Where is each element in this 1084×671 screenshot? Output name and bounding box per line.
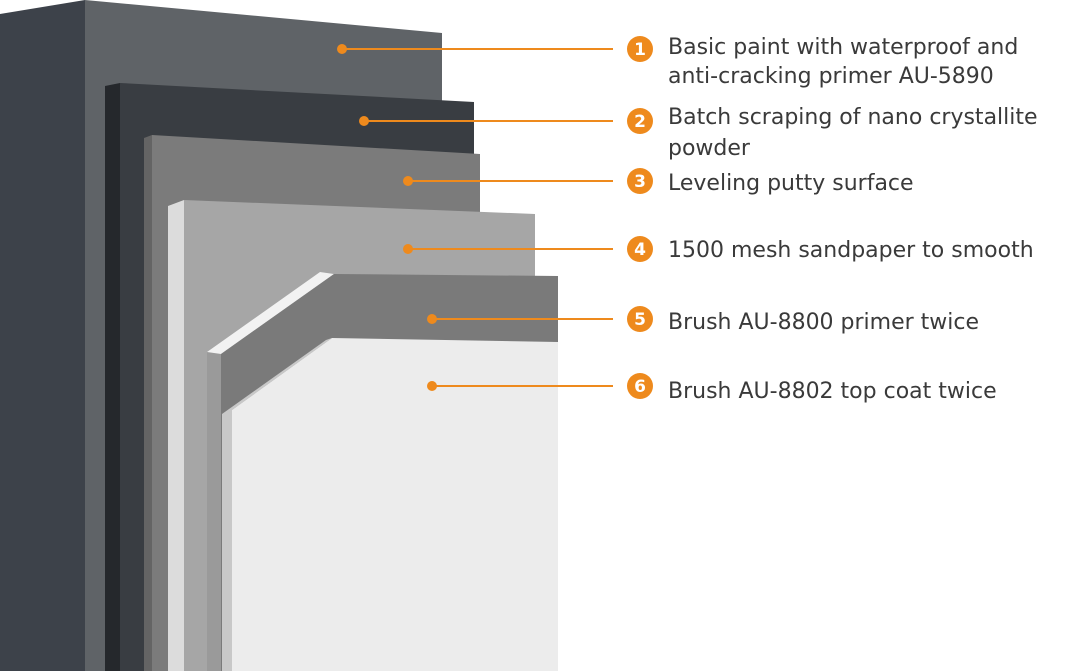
number-badge-label: 5 (634, 310, 646, 330)
anchor-dot (403, 176, 413, 186)
number-badge (627, 306, 653, 332)
number-badge-label: 1 (634, 40, 646, 60)
layer-4-side-face (168, 200, 184, 671)
number-badge-label: 3 (634, 172, 646, 192)
callout-text-line: Brush AU-8800 primer twice (668, 310, 979, 335)
callout-5: 5 Brush AU-8800 primer twice (427, 306, 979, 335)
callout-text-line: Basic paint with waterproof and (668, 35, 1018, 60)
number-badge-label: 6 (634, 377, 646, 397)
number-badge (627, 36, 653, 62)
callout-text-line: Batch scraping of nano crystallite (668, 105, 1038, 130)
number-badge (627, 168, 653, 194)
number-badge (627, 236, 653, 262)
callouts: 1 Basic paint with waterproof and anti-cra… (337, 35, 1038, 404)
callout-1: 1 Basic paint with waterproof and anti-cra… (337, 35, 1018, 89)
callout-text-line: anti-cracking primer AU-5890 (668, 64, 994, 89)
anchor-dot (427, 314, 437, 324)
anchor-dot (337, 44, 347, 54)
callout-text-line: Leveling putty surface (668, 171, 914, 196)
callout-text-line: Brush AU-8802 top coat twice (668, 379, 997, 404)
anchor-dot (427, 381, 437, 391)
callout-4: 4 1500 mesh sandpaper to smooth (403, 236, 1034, 263)
number-badge (627, 373, 653, 399)
anchor-dot (403, 244, 413, 254)
layer-6-front-face (232, 338, 558, 671)
number-badge-label: 2 (634, 112, 646, 132)
callout-2: 2 Batch scraping of nano crystallite powde… (359, 105, 1038, 161)
callout-3: 3 Leveling putty surface (403, 168, 914, 196)
number-badge-label: 4 (634, 240, 646, 260)
layer-5-top-edge (207, 272, 334, 354)
layer-6-top-coat (222, 338, 558, 671)
number-badge (627, 108, 653, 134)
anchor-dot (359, 116, 369, 126)
layer-5-side-face (207, 272, 334, 671)
callout-6: 6 Brush AU-8802 top coat twice (427, 373, 997, 404)
callout-text-line: powder (668, 136, 751, 161)
layer-2-side-face (105, 83, 120, 671)
layer-3-side-face (144, 135, 152, 671)
layer-1-side-face (0, 0, 85, 671)
callout-text-line: 1500 mesh sandpaper to smooth (668, 238, 1034, 263)
